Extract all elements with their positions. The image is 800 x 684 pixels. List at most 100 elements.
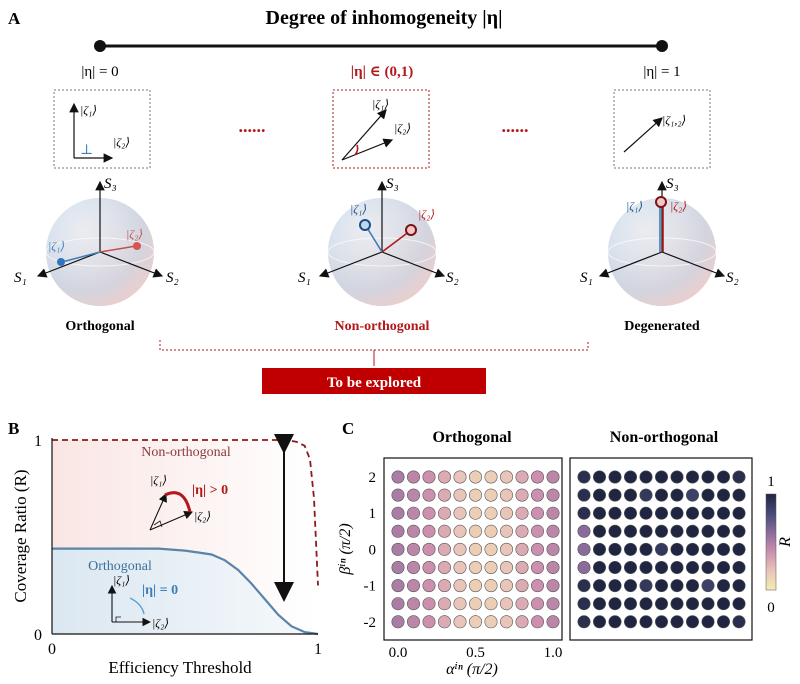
- heatmap-cell: [499, 560, 513, 574]
- heatmap-cell: [732, 524, 746, 538]
- heatmap-cell: [406, 488, 420, 502]
- ortho-region: [52, 548, 318, 634]
- heatmap-cell: [530, 597, 544, 611]
- heatmap-cell: [701, 506, 715, 520]
- heatmap-cell: [592, 615, 606, 629]
- heatmap-cell: [422, 506, 436, 520]
- c-ytick: 2: [369, 470, 377, 486]
- heatmap-cell: [701, 560, 715, 574]
- heatmap-cell: [701, 542, 715, 556]
- heatmap-cell: [530, 579, 544, 593]
- heatmap-cell: [732, 488, 746, 502]
- heatmap-cell: [406, 615, 420, 629]
- heatmap-cell: [592, 560, 606, 574]
- s2-label: S₂: [446, 270, 459, 286]
- heatmap-cell: [608, 542, 622, 556]
- poincare-sphere-orthogonal: S₃ S₁ S₂ |ζ₁⟩ |ζ₂⟩: [14, 176, 179, 306]
- c-y-ticks: 210-1-2: [364, 470, 377, 631]
- colorbar-bottom: 0: [767, 600, 775, 616]
- heatmap-cell: [608, 560, 622, 574]
- heatmap-cell: [437, 542, 451, 556]
- c-xaxis-label: αⁱⁿ (π/2): [446, 661, 498, 678]
- heatmap-cell: [422, 542, 436, 556]
- heatmap-cell: [654, 470, 668, 484]
- sphere3-ket-z2: |ζ₂⟩: [670, 199, 687, 213]
- heatmap-cell: [732, 560, 746, 574]
- heatmap-cell: [391, 506, 405, 520]
- heatmap-cell: [422, 524, 436, 538]
- heatmap-cell: [437, 615, 451, 629]
- sphere2-ket-z1: |ζ₁⟩: [350, 202, 367, 216]
- heatmap-cell: [639, 560, 653, 574]
- heatmap-cell: [468, 488, 482, 502]
- heatmap-cell: [406, 597, 420, 611]
- heatmap-cell: [716, 560, 730, 574]
- s3-label: S₃: [104, 176, 117, 192]
- heatmap-cell: [701, 524, 715, 538]
- colorbar: [765, 493, 777, 591]
- s2-label: S₂: [726, 270, 739, 286]
- heatmap-cell: [437, 506, 451, 520]
- b-inset-ortho: |ζ₁⟩ |ζ₂⟩ |η| = 0: [107, 573, 178, 630]
- b-inset-nonortho: |ζ₁⟩ |ζ₂⟩ |η| > 0: [149, 473, 228, 531]
- heatmap-cell: [546, 560, 560, 574]
- heatmap-cell: [577, 470, 591, 484]
- heatmap-cell: [437, 470, 451, 484]
- s3-label: S₃: [666, 176, 679, 192]
- s3-label: S₃: [386, 176, 399, 192]
- heatmap-cell: [654, 488, 668, 502]
- b-ket-z1-ortho: |ζ₁⟩: [113, 573, 130, 587]
- heatmap-cell: [623, 579, 637, 593]
- heatmap-cell: [406, 542, 420, 556]
- c-ytick: -2: [364, 615, 377, 631]
- heatmap-cell: [654, 615, 668, 629]
- poincare-sphere-degenerated: S₃ S₁ S₂ |ζ₁⟩ |ζ₂⟩: [580, 176, 739, 306]
- heatmap-cell: [468, 560, 482, 574]
- heatmap-cell: [670, 560, 684, 574]
- heatmap-cell: [639, 470, 653, 484]
- heatmap-cell: [732, 506, 746, 520]
- eta-zero-label: |η| = 0: [81, 64, 118, 80]
- s2-label: S₂: [166, 270, 179, 286]
- heatmap-cell: [546, 597, 560, 611]
- heatmap-cell: [391, 615, 405, 629]
- s1-label: S₁: [580, 270, 593, 286]
- inset2-ket-z2: |ζ₂⟩: [394, 121, 411, 135]
- heatmap-cell: [577, 542, 591, 556]
- inset-orthogonal: ⊥ |ζ₁⟩ |ζ₂⟩: [53, 89, 151, 169]
- heatmap-cell: [546, 470, 560, 484]
- heatmap-cell: [670, 597, 684, 611]
- heatmap-cell: [437, 560, 451, 574]
- heatmap-cell: [391, 579, 405, 593]
- heatmap-cell: [468, 615, 482, 629]
- heatmap-cell: [623, 615, 637, 629]
- heatmap-cell: [515, 579, 529, 593]
- heatmap-cell: [422, 579, 436, 593]
- heatmap-cell: [406, 560, 420, 574]
- heatmap-cell: [639, 542, 653, 556]
- c-left-heatmap: [391, 470, 560, 629]
- heatmap-cell: [515, 560, 529, 574]
- heatmap-cell: [608, 470, 622, 484]
- heatmap-cell: [515, 542, 529, 556]
- heatmap-cell: [685, 524, 699, 538]
- heatmap-cell: [577, 615, 591, 629]
- heatmap-cell: [623, 597, 637, 611]
- heatmap-cell: [639, 615, 653, 629]
- heatmap-cell: [732, 615, 746, 629]
- inset3-ket-z12: |ζ₁,₂⟩: [662, 113, 686, 127]
- heatmap-cell: [499, 597, 513, 611]
- heatmap-cell: [577, 579, 591, 593]
- heatmap-cell: [453, 542, 467, 556]
- caption-orthogonal: Orthogonal: [65, 319, 134, 334]
- heatmap-cell: [422, 615, 436, 629]
- heatmap-cell: [515, 615, 529, 629]
- heatmap-cell: [685, 579, 699, 593]
- heatmap-cell: [546, 542, 560, 556]
- heatmap-cell: [639, 488, 653, 502]
- heatmap-cell: [484, 560, 498, 574]
- heatmap-cell: [484, 506, 498, 520]
- heatmap-cell: [685, 560, 699, 574]
- c-right-heatmap: [577, 470, 746, 629]
